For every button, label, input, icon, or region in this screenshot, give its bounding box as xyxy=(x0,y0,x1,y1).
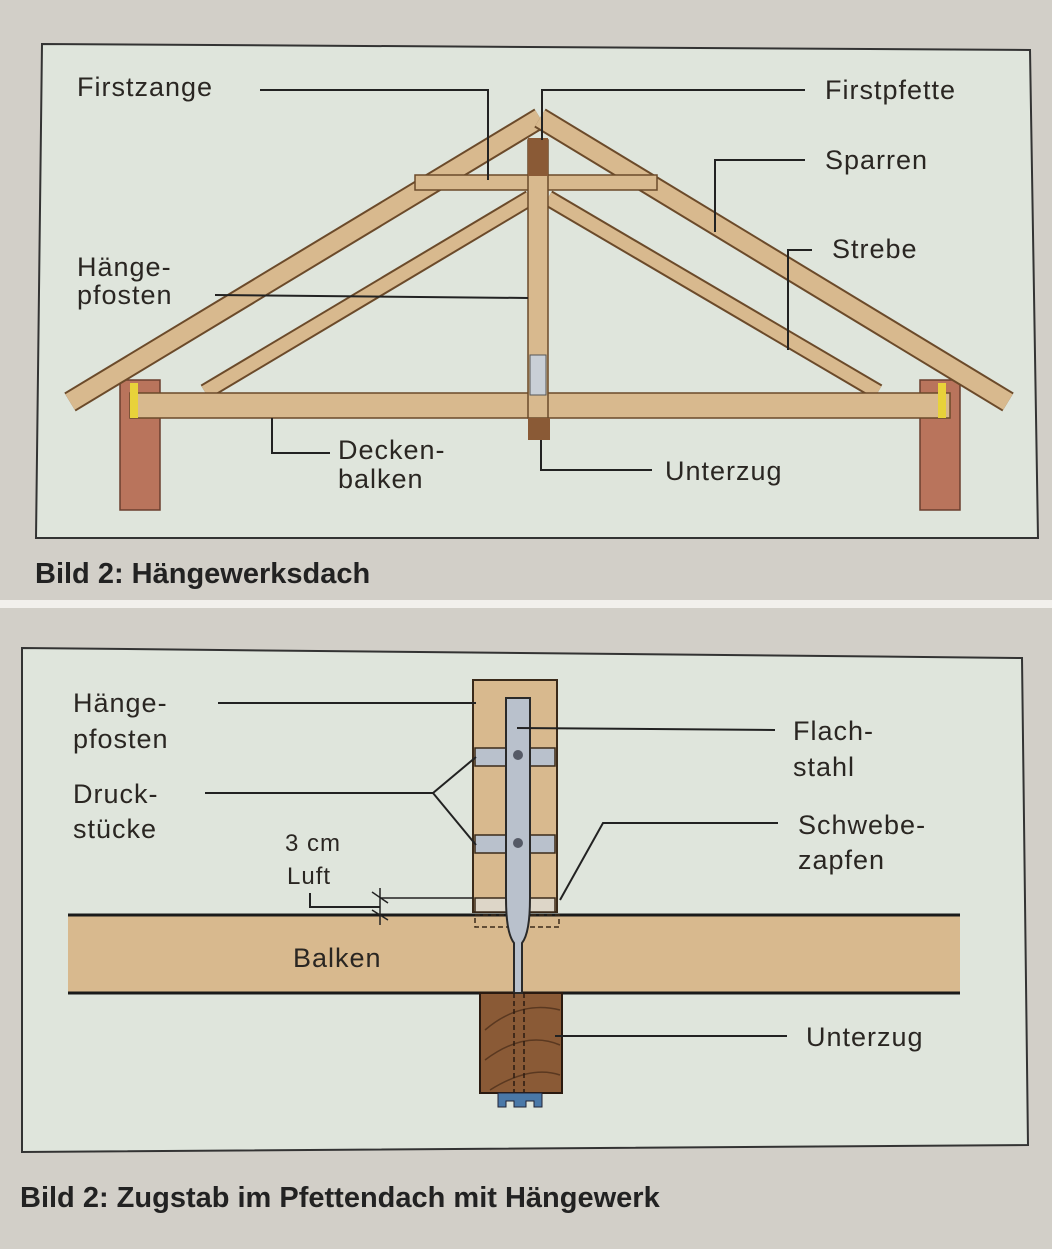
label-sparren: Sparren xyxy=(825,145,928,175)
label-balken: Balken xyxy=(293,943,382,973)
figure-haengewerksdach: Firstzange Firstpfette Sparren Strebe Hä… xyxy=(34,42,1040,590)
bolt-lower xyxy=(513,838,523,848)
figure-caption: Bild 2: Zugstab im Pfettendach mit Hänge… xyxy=(20,1182,661,1214)
label-firstzange: Firstzange xyxy=(77,72,213,102)
label-schwebezapfen-line2: zapfen xyxy=(798,845,885,875)
label-unterzug: Unterzug xyxy=(665,456,783,486)
label-haengepfosten-line2: pfosten xyxy=(77,280,173,310)
label-deckenbalken-line2: balken xyxy=(338,464,424,494)
label-haengepfosten-line1: Hänge- xyxy=(73,688,168,718)
figure-caption: Bild 2: Hängewerksdach xyxy=(35,558,370,590)
label-flachstahl-line1: Flach- xyxy=(793,716,874,746)
label-luft-line1: 3 cm xyxy=(285,830,341,857)
rafters xyxy=(64,108,1014,412)
label-flachstahl-line2: stahl xyxy=(793,752,855,782)
ridge-purlin xyxy=(528,138,548,176)
bolt-upper xyxy=(513,750,523,760)
struts xyxy=(200,190,883,400)
girder-unterzug xyxy=(528,418,550,440)
divider xyxy=(0,600,1052,608)
label-luft-line2: Luft xyxy=(287,863,331,890)
label-unterzug: Unterzug xyxy=(806,1022,924,1052)
plate-left xyxy=(130,383,138,418)
figure-zugstab: Hänge- pfosten Druck- stücke 3 cm Luft F… xyxy=(20,646,1030,1214)
label-druckstuecke-line1: Druck- xyxy=(73,779,159,809)
label-deckenbalken-line1: Decken- xyxy=(338,435,446,465)
label-druckstuecke-line2: stücke xyxy=(73,814,157,844)
plate-right xyxy=(938,383,946,418)
nut-icon xyxy=(497,1092,543,1108)
label-strebe: Strebe xyxy=(832,234,918,264)
label-firstpfette: Firstpfette xyxy=(825,75,956,105)
steel-tie xyxy=(529,354,547,396)
label-haengepfosten-line2: pfosten xyxy=(73,724,169,754)
label-schwebezapfen-line1: Schwebe- xyxy=(798,810,926,840)
label-haengepfosten-line1: Hänge- xyxy=(77,252,172,282)
